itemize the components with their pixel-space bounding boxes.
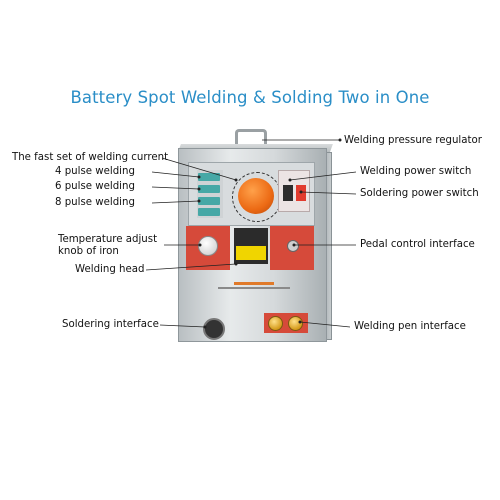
fast-set-leader: [161, 157, 237, 181]
label-soldering-power-switch: Soldering power switch: [360, 188, 479, 199]
welding-current-dial: [238, 178, 274, 214]
welding-pen-terminal-right: [288, 316, 303, 331]
soldering-socket: [203, 318, 225, 340]
soldering-power-leader: [300, 191, 357, 195]
brand-plate: [218, 282, 290, 289]
label-4-pulse: 4 pulse welding: [55, 166, 135, 177]
welding-pen-terminal-left: [268, 316, 283, 331]
welding-head-leader: [145, 263, 237, 271]
welding-power-switch: [283, 185, 293, 201]
pulse4-leader: [151, 171, 200, 178]
welding-power-leader: [289, 171, 357, 181]
label-welding-power-switch: Welding power switch: [360, 166, 472, 177]
welding-head-terminal: [236, 246, 266, 260]
label-temp-line2: knob of iron: [58, 246, 119, 257]
pressure-regulator-handle: [235, 129, 267, 149]
pulse8-leader: [151, 200, 200, 204]
pulse-key-6: [198, 185, 220, 193]
pen-leader: [299, 321, 351, 328]
label-pedal-interface: Pedal control interface: [360, 239, 475, 250]
label-soldering-interface: Soldering interface: [62, 319, 159, 330]
soldering-interface-leader: [159, 324, 206, 328]
page-title: Battery Spot Welding & Solding Two in On…: [70, 88, 430, 107]
label-6-pulse: 6 pulse welding: [55, 181, 135, 192]
pulse6-leader: [151, 186, 200, 190]
label-8-pulse: 8 pulse welding: [55, 197, 135, 208]
temperature-knob: [198, 236, 218, 256]
label-welding-head: Welding head: [75, 264, 145, 275]
label-fast-set-current: The fast set of welding current: [12, 152, 169, 163]
pulse-key-4: [198, 173, 220, 181]
label-welding-pen-interface: Welding pen interface: [354, 321, 466, 332]
pulse-key-extra: [198, 208, 220, 216]
label-pressure-regulator: Welding pressure regulator: [344, 135, 482, 146]
label-temp-line1: Temperature adjust: [58, 234, 158, 245]
pulse-key-8: [198, 197, 220, 205]
